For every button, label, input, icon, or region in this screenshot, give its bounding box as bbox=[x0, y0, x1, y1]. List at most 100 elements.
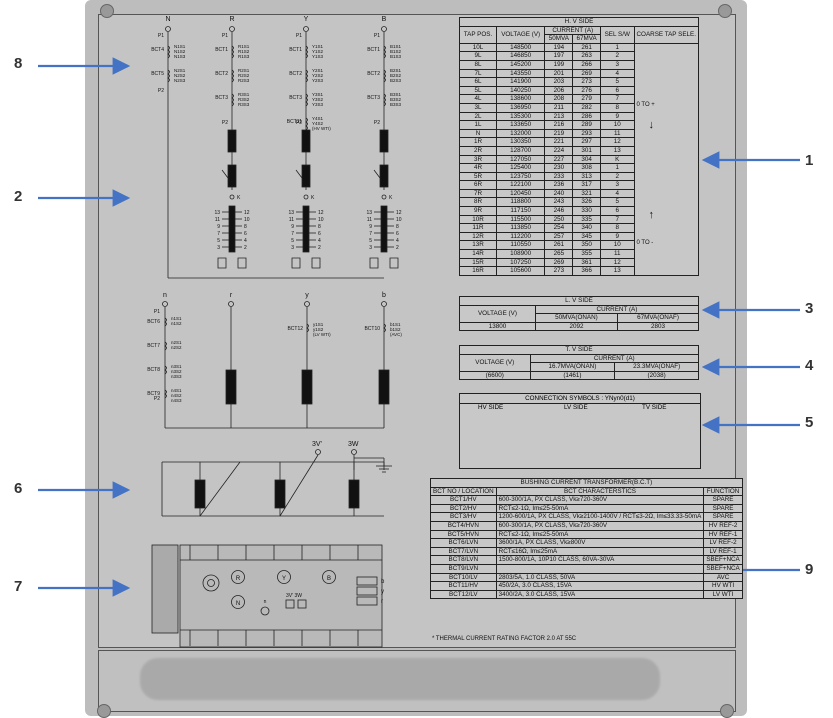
bct-tap-label: Y3S3 bbox=[312, 102, 324, 107]
bct-label: BCT1 bbox=[367, 47, 380, 53]
hv-table-cell: 313 bbox=[572, 171, 602, 182]
hv-table-cell: 4R bbox=[459, 163, 497, 173]
neutral-label: N bbox=[236, 601, 240, 607]
bct-tap-label: N2S1 bbox=[174, 68, 186, 73]
bct-label: BCT2 bbox=[215, 71, 228, 77]
bct-tap-label: R3S1 bbox=[238, 92, 250, 97]
lv-bushing-label-b: b bbox=[381, 579, 385, 585]
hv-table-cell: 10R bbox=[459, 214, 497, 225]
bct-label: BCT1 bbox=[215, 47, 228, 53]
hv-table-cell: 273 bbox=[572, 77, 602, 87]
hv-table-cell: 108900 bbox=[495, 249, 546, 259]
tap-selector bbox=[369, 257, 399, 269]
bct-tap-label: Y4S1 bbox=[312, 116, 324, 121]
bct-table-cell: BCT1/HV bbox=[430, 495, 497, 505]
hv-header-tap: TAP POS. bbox=[459, 25, 497, 44]
hv-table-cell: 2 bbox=[600, 51, 635, 61]
bushing-terminal bbox=[228, 301, 234, 307]
bct-table-cell: RCT≤2-1Ω, Im≤25-50mA bbox=[495, 529, 705, 540]
hv-table-cell: 301 bbox=[572, 145, 602, 156]
hv-table-cell: 236 bbox=[544, 180, 574, 190]
hv-table-cell: 366 bbox=[572, 266, 602, 276]
hv-table-cell: 115500 bbox=[495, 214, 546, 225]
tap-number: 6 bbox=[396, 231, 399, 237]
hv-table-cell: 243 bbox=[544, 197, 574, 208]
hv-table-cell: 135300 bbox=[495, 111, 546, 122]
bct-table-cell: RCT≤16Ω, Im≤25mA bbox=[495, 546, 705, 557]
tap-number: 10 bbox=[318, 217, 324, 223]
bct-coil bbox=[231, 93, 234, 107]
bct-tap-label: b1S1 bbox=[390, 322, 401, 327]
hv-table-cell: 199 bbox=[544, 59, 574, 70]
hv-table-cell: 123750 bbox=[495, 171, 546, 182]
lv-sub-onan: 50MVA(ONAN) bbox=[534, 313, 619, 323]
hv-table-cell: 2L bbox=[459, 111, 497, 122]
bct-label: BCT6 bbox=[147, 319, 160, 325]
hv-table-cell: 107250 bbox=[495, 257, 546, 268]
hv-table-cell: 122100 bbox=[495, 180, 546, 190]
hv-subheader-67: 67MVA bbox=[572, 34, 602, 44]
hv-table-cell: 13 bbox=[600, 266, 635, 276]
bct-table-cell: 1200-600/1A, PX CLASS, Vk≥2100-1400V / R… bbox=[495, 512, 705, 522]
coarse-bottom-label: 0 TO - bbox=[636, 239, 654, 246]
k-label: K bbox=[389, 195, 393, 201]
scratched-area bbox=[140, 658, 660, 700]
delta-wire bbox=[279, 454, 319, 517]
hv-winding-diagram: NP1BCT4N1S1N1S2N1S3BCT5N2S1N2S2N2S3P2RP1… bbox=[151, 16, 402, 279]
bct-table-cell: BCT7/LVN bbox=[430, 546, 497, 557]
bct-table-cell: RCT≤2-1Ω, Im≤25-50mA bbox=[495, 503, 705, 514]
k-terminal bbox=[229, 194, 235, 200]
tertiary-label-3w: 3W bbox=[348, 441, 359, 448]
tap-winding bbox=[380, 205, 388, 253]
bct-table-cell: BCT11/HV bbox=[430, 581, 497, 591]
bct-tap-label: (AVC) bbox=[390, 332, 402, 337]
bct-tap-label: n1S1 bbox=[171, 316, 182, 321]
bct-table-cell: SPARE bbox=[703, 495, 743, 505]
hv-table-cell: 11 bbox=[600, 249, 635, 259]
hv-table-cell: 125400 bbox=[495, 163, 546, 173]
tap-selector bbox=[291, 257, 321, 269]
hv-bushing-top bbox=[231, 570, 245, 584]
bct-table-cell: 2803/5A, 1.0 CLASS, 50VA bbox=[495, 572, 705, 583]
lv-sub-onaf: 67MVA(ONAF) bbox=[617, 313, 699, 323]
bct-label: BCT1 bbox=[289, 47, 302, 53]
hv-table-cell: 246 bbox=[544, 206, 574, 216]
hv-table-cell: 286 bbox=[572, 111, 602, 122]
bct-tap-label: R1S1 bbox=[238, 44, 250, 49]
bct-footnote: * THERMAL CURRENT RATING FACTOR 2.0 AT 5… bbox=[432, 636, 577, 642]
bct-tap-label: n1S2 bbox=[171, 321, 182, 326]
hv-bushing-top bbox=[322, 570, 336, 584]
hv-table-cell: 293 bbox=[572, 128, 602, 139]
hv-table-cell: 224 bbox=[544, 145, 574, 156]
hv-winding-block bbox=[301, 129, 311, 153]
hv-table-cell: 1R bbox=[459, 137, 497, 147]
tap-number: 6 bbox=[318, 231, 321, 237]
lv-bushing-top bbox=[356, 596, 378, 606]
hv-table-cell: 128700 bbox=[495, 145, 546, 156]
tap-number: 2 bbox=[244, 245, 247, 251]
hv-winding-block bbox=[227, 164, 237, 188]
bct-tap-label: n3S2 bbox=[171, 369, 182, 374]
bct-tap-label: Y3S2 bbox=[312, 97, 324, 102]
tv-voltage-label: VOLTAGE (V) bbox=[459, 353, 531, 372]
phase-label-B: B bbox=[382, 16, 387, 23]
bct-tap-label: B2S1 bbox=[390, 68, 402, 73]
tap-number: 12 bbox=[396, 210, 402, 216]
phase-label-y: y bbox=[305, 292, 309, 299]
hv-table-cell: 4 bbox=[600, 188, 635, 199]
hv-table-cell: 5R bbox=[459, 171, 497, 182]
hv-table-cell: 321 bbox=[572, 188, 602, 199]
tap-number: 9 bbox=[217, 224, 220, 230]
bct-coil bbox=[305, 93, 308, 107]
tap-number: 4 bbox=[396, 238, 399, 244]
tv-sub-onan: 16.7MVA(ONAN) bbox=[529, 362, 616, 372]
hv-table-cell: 5L bbox=[459, 85, 497, 96]
bct-table-cell: BCT8/LVN bbox=[430, 555, 497, 565]
p2-label: P2 bbox=[158, 88, 164, 94]
hv-table-cell: 3L bbox=[459, 102, 497, 113]
hv-table-cell: 15R bbox=[459, 257, 497, 268]
hv-table-cell: 118800 bbox=[495, 197, 546, 208]
hv-table-cell: 266 bbox=[572, 59, 602, 70]
